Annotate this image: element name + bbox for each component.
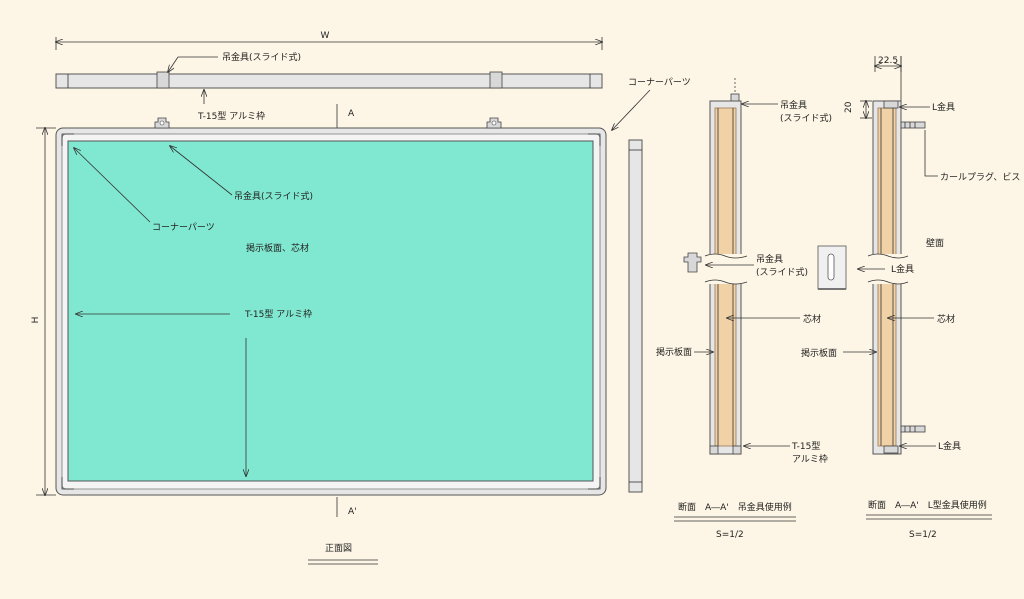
top-frame-label: T-15型 アルミ枠: [197, 110, 265, 122]
sec1-scale: S=1/2: [716, 530, 744, 540]
sec2-scale: S=1/2: [909, 530, 937, 540]
sec2-plug-label: カールプラグ、ビス: [940, 171, 1020, 183]
front-corner-label: コーナーパーツ: [152, 222, 215, 233]
top-frame-bar: [55, 73, 603, 89]
sec1-title: 断面 A―A' 吊金具使用例: [678, 501, 792, 513]
sec2-board-label: 掲示板面: [801, 347, 837, 359]
sec1-board-label: 掲示板面: [656, 346, 692, 358]
front-view: H 吊金具(スライド式) コーナーパーツ 掲示板面、芯材 T-15型 アルミ枠: [31, 117, 607, 495]
sec2-bottom-bracket: [883, 445, 899, 454]
section-lbracket-view: 22.5 20 L金具 カールプラグ、ビス 壁面 L金具: [801, 56, 1020, 455]
sec2-bottom-plug: [900, 425, 926, 433]
front-frame-label: T-15型 アルミ枠: [244, 308, 312, 320]
sec2-title: 断面 A―A' L型金具使用例: [868, 499, 987, 511]
top-view: W 吊金具(スライド式) T-15型 アルミ枠: [56, 31, 602, 122]
corner-part-br: [588, 477, 601, 490]
corner-part-tr: [588, 133, 601, 146]
sec1-mid-hanger-label-2: (スライド式): [756, 266, 808, 278]
sec2-lbracket-mid-label: L金具: [891, 263, 914, 275]
sec2-wall-label: 壁面: [926, 237, 944, 249]
l-bracket-detail: [817, 245, 847, 290]
board-core-label: 掲示板面、芯材: [246, 242, 309, 254]
corner-part-tl: [61, 133, 74, 146]
sec1-frame-label-1: T-15型: [791, 441, 820, 452]
corner-parts-top-label: コーナーパーツ: [628, 77, 691, 88]
sec2-top-plug: [900, 121, 926, 129]
sec1-hanger-label-1: 吊金具: [780, 99, 807, 111]
side-view-bar: [628, 139, 643, 493]
sec1-break: [705, 254, 747, 284]
front-hanger-right: [486, 117, 502, 129]
board-surface: [67, 140, 594, 482]
sec1-frame-label-2: アルミ枠: [792, 453, 828, 465]
top-hanger-right: [489, 71, 503, 89]
front-view-title: 正面図: [325, 543, 352, 554]
height-label: H: [31, 317, 41, 324]
section-hanger-view: 吊金具 (スライド式) 吊金具 (スライド式) 芯材 掲示板面 T-15型 アル…: [656, 78, 832, 465]
corner-part-bl: [61, 477, 74, 490]
width-label: W: [321, 31, 330, 41]
dim-20: 20: [844, 101, 854, 113]
sec2-lbracket-top-label: L金具: [932, 101, 955, 113]
section-a-label: A: [348, 109, 355, 119]
front-hanger-label: 吊金具(スライド式): [234, 190, 313, 202]
top-hanger-label: 吊金具(スライド式): [222, 51, 301, 63]
sec2-core-label: 芯材: [937, 313, 955, 325]
sec1-mid-hanger: [683, 252, 702, 273]
dim-22-5: 22.5: [878, 56, 898, 66]
front-hanger-left: [154, 117, 170, 129]
sec2-lbracket-bot-label: L金具: [938, 440, 961, 452]
sec2-top-bracket: [883, 100, 899, 109]
sec1-hanger-label-2: (スライド式): [780, 112, 832, 124]
top-hanger-left: [156, 71, 170, 89]
section-a2-label: A': [348, 507, 357, 517]
sec1-core-label: 芯材: [803, 313, 821, 325]
sec1-mid-hanger-label-1: 吊金具: [756, 253, 783, 265]
